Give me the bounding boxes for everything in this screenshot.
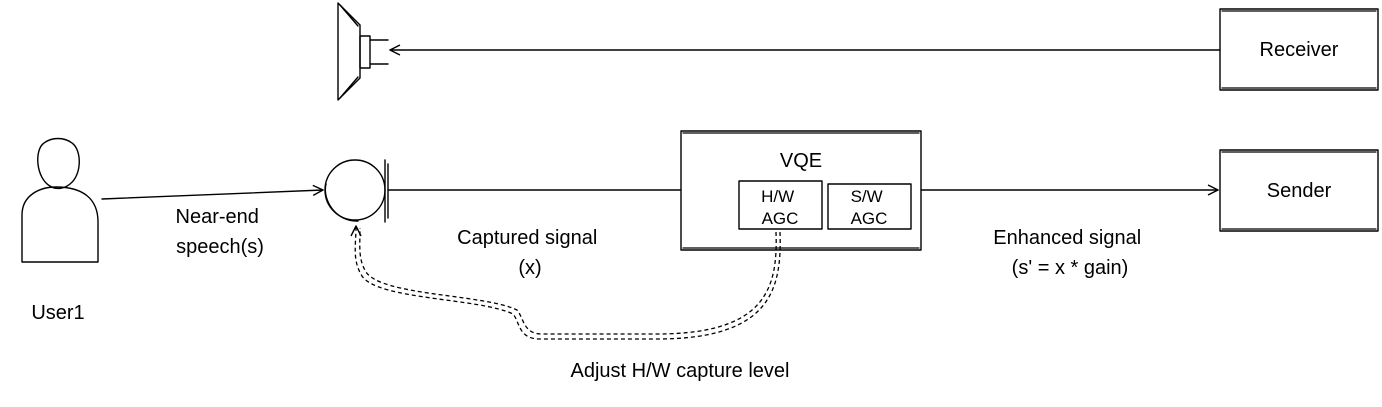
sw-agc-node: S/W AGC (827, 183, 912, 230)
enhanced-line2: (s' = x * gain) (1012, 257, 1129, 279)
user-label: User1 (31, 302, 84, 324)
vqe-label: VQE (780, 150, 822, 172)
sw-agc-line1: S/W (851, 187, 883, 206)
vqe-node: VQE H/W AGC S/W AGC (680, 130, 922, 251)
enhanced-label: Enhanced signal (s' = x * gain) (993, 227, 1146, 279)
hw-agc-label: H/W AGC (761, 187, 799, 228)
sw-agc-label: S/W AGC (851, 187, 888, 228)
hw-agc-line1: H/W (761, 187, 794, 206)
captured-line2: (x) (518, 257, 541, 279)
speaker-icon (337, 2, 389, 101)
near-end-line1: Near-end (176, 206, 259, 228)
sender-box (1219, 149, 1379, 232)
sw-agc-box (827, 183, 912, 230)
hw-agc-node: H/W AGC (738, 180, 823, 230)
feedback-dashed-arrow (350, 225, 781, 340)
receiver-label: Receiver (1260, 39, 1339, 61)
hw-agc-line2: AGC (762, 209, 799, 228)
near-end-label: Near-end speech(s) (176, 206, 265, 258)
speech-arrow (101, 184, 324, 200)
hw-agc-box (738, 180, 823, 230)
enhanced-line1: Enhanced signal (993, 227, 1141, 249)
sender-node: Sender (1219, 149, 1379, 232)
receiver-node: Receiver (1219, 8, 1379, 91)
user-icon (21, 137, 99, 263)
sw-agc-line2: AGC (851, 209, 888, 228)
microphone-icon (324, 159, 389, 223)
captured-label: Captured signal (x) (457, 227, 603, 279)
adjust-label: Adjust H/W capture level (571, 360, 790, 382)
sender-label: Sender (1267, 180, 1332, 202)
near-end-line2: speech(s) (176, 236, 264, 258)
captured-line1: Captured signal (457, 227, 597, 249)
